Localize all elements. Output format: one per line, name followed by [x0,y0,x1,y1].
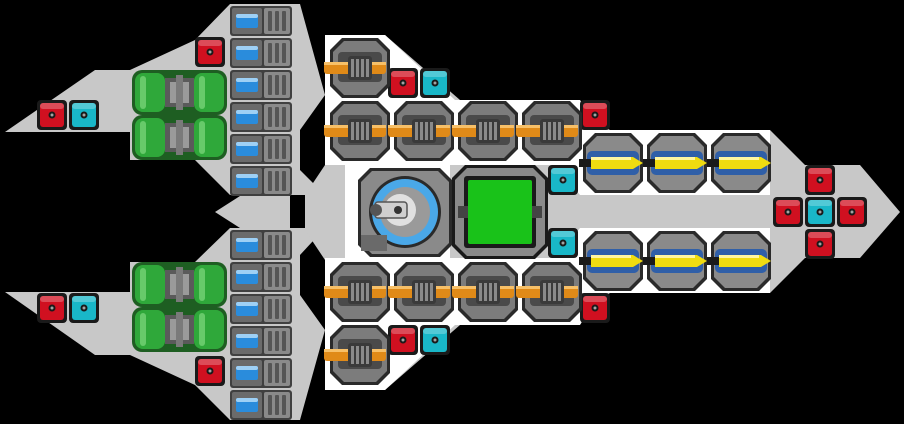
battery-upper-1 [230,38,292,68]
power-node-10 [580,100,610,130]
cannon-turret-5 [324,262,390,322]
battery-lower-0 [230,230,292,260]
power-node-1 [37,100,67,130]
battery-upper-2 [230,70,292,100]
power-node-15 [773,197,803,227]
hull-details [290,196,305,228]
ship-modules [37,6,867,420]
missile-launcher-0 [579,133,643,193]
shield-node-12 [548,165,578,195]
reactor-core [452,165,548,259]
shield-node-7 [420,68,450,98]
missile-launcher-3 [579,231,643,291]
battery-lower-3 [230,326,292,356]
power-node-0 [195,37,225,67]
missile-launcher-5 [707,231,771,291]
cannon-turret-7 [452,262,518,322]
shield-node-13 [548,228,578,258]
cannon-turret-9 [324,325,390,385]
battery-upper-4 [230,134,292,164]
cannon-turret-4 [516,101,582,161]
missile-launcher-1 [643,133,707,193]
missile-launcher-4 [643,231,707,291]
power-node-5 [195,356,225,386]
cannon-turret-0 [324,38,390,98]
battery-upper-3 [230,102,292,132]
cannon-turret-2 [388,101,454,161]
fuel-tank-lower-b [132,307,227,352]
battery-lower-5 [230,390,292,420]
command-core [358,168,452,257]
power-node-14 [805,165,835,195]
battery-lower-2 [230,294,292,324]
power-node-8 [388,325,418,355]
battery-upper-0 [230,6,292,36]
fuel-tank-upper-a [132,70,227,115]
battery-upper-5 [230,166,292,196]
cannon-turret-8 [516,262,582,322]
shield-node-9 [420,325,450,355]
power-node-6 [388,68,418,98]
shield-node-4 [69,293,99,323]
battery-lower-1 [230,262,292,292]
cannon-turret-3 [452,101,518,161]
missile-launcher-2 [707,133,771,193]
power-node-18 [805,229,835,259]
power-node-3 [37,293,67,323]
fuel-tank-upper-b [132,115,227,160]
cannon-turret-1 [324,101,390,161]
shield-node-16 [805,197,835,227]
fuel-tank-lower-a [132,262,227,307]
shield-node-2 [69,100,99,130]
battery-lower-4 [230,358,292,388]
power-node-17 [837,197,867,227]
power-node-11 [580,293,610,323]
cannon-turret-6 [388,262,454,322]
